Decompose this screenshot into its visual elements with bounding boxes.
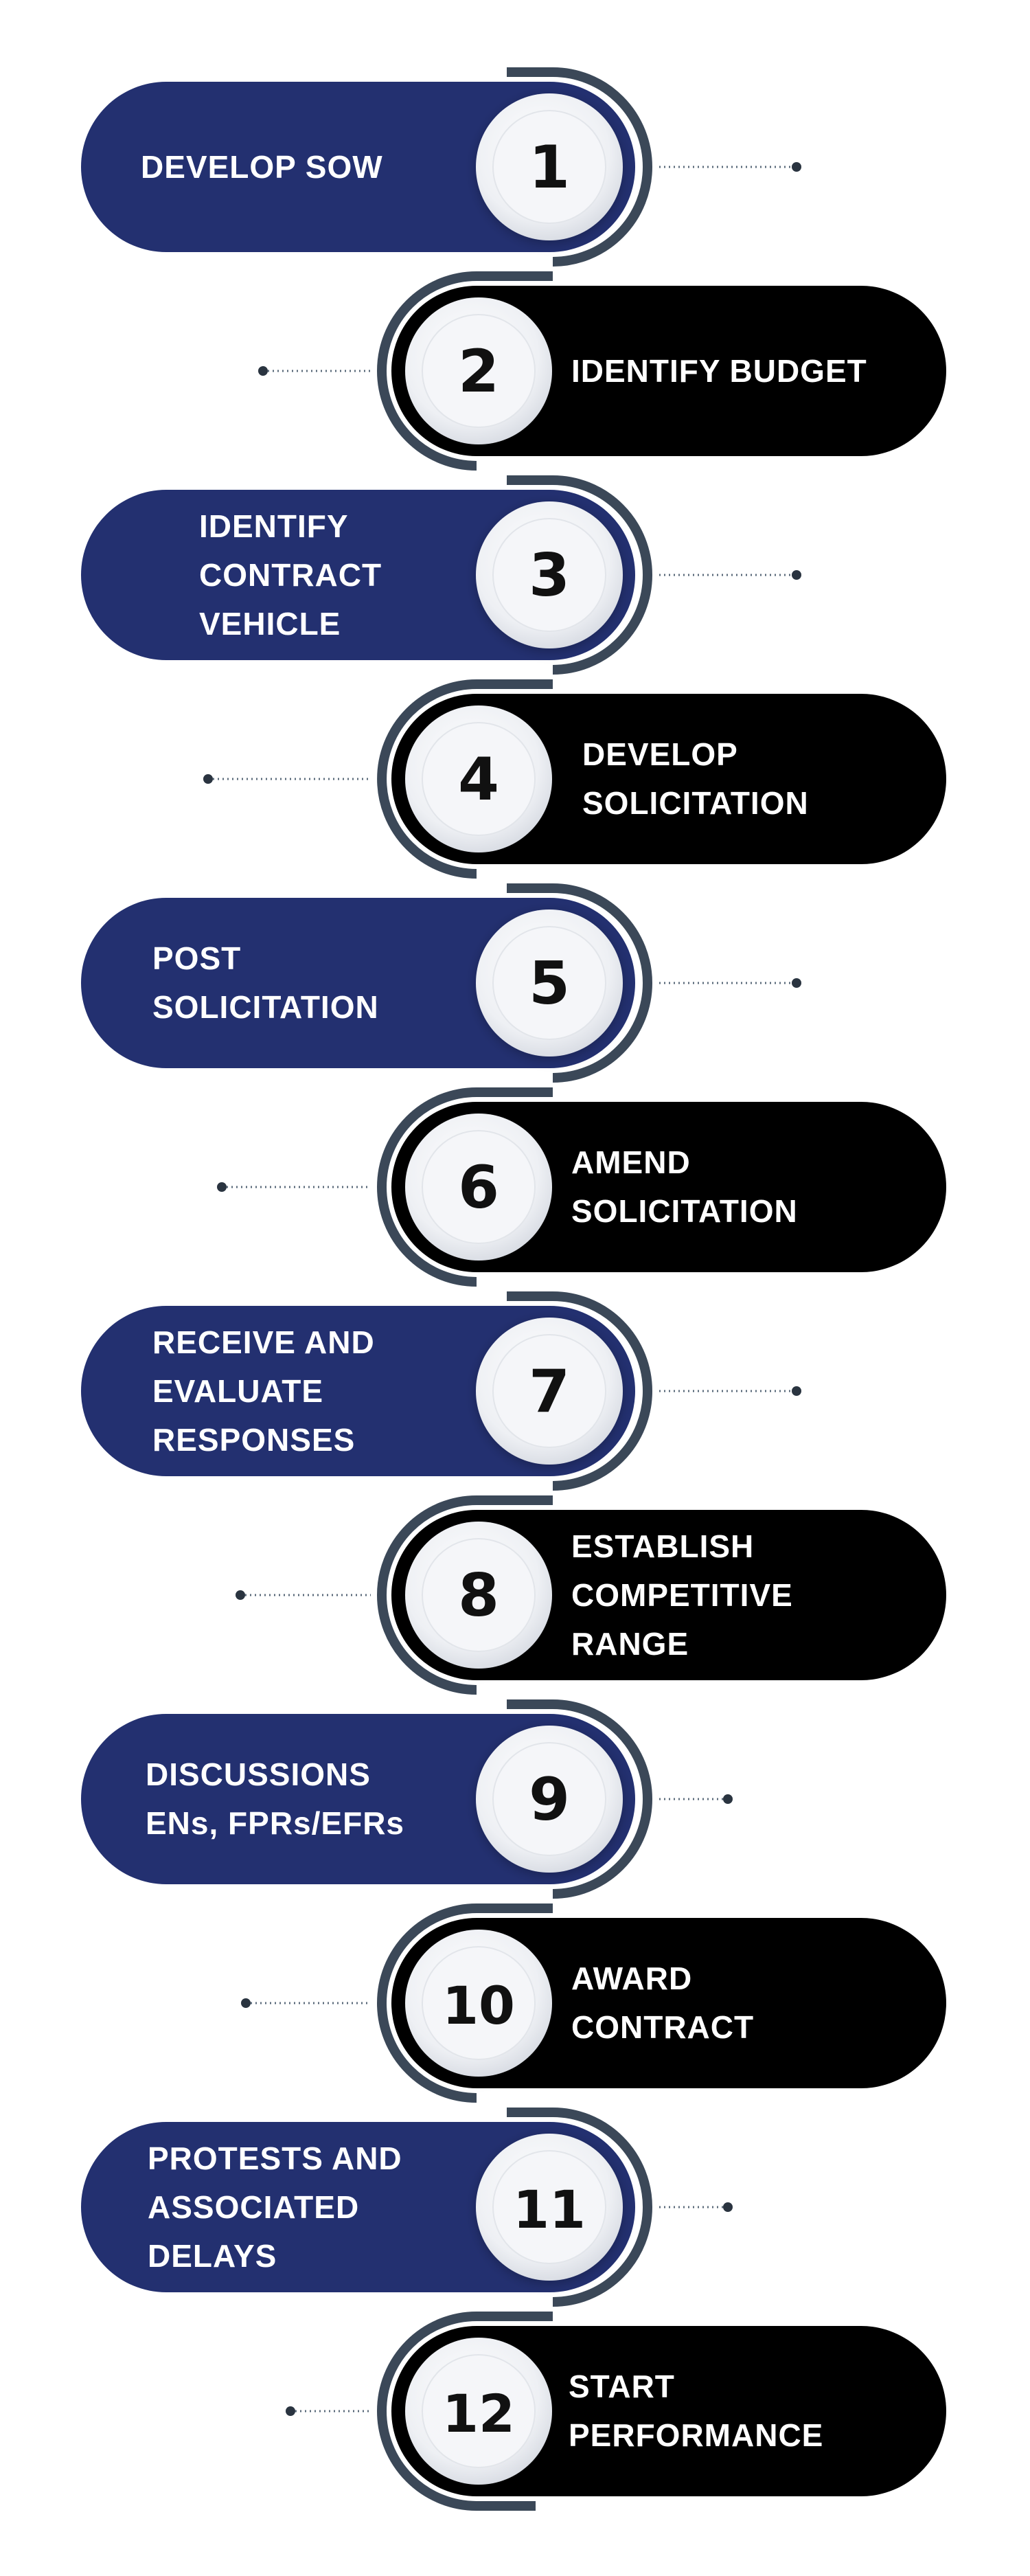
step-5-label-line: SOLICITATION (152, 989, 379, 1025)
track-segment (377, 1087, 553, 1287)
step-11-label-line: DELAYS (148, 2237, 277, 2274)
step-9-label: DISCUSSIONS ENs, FPRs/EFRs (146, 1714, 404, 1884)
step-11-label: PROTESTS AND ASSOCIATED DELAYS (148, 2122, 402, 2292)
step-8-label-line: ESTABLISH (571, 1528, 755, 1564)
dotted-leaders (203, 162, 801, 2416)
step-12-label: START PERFORMANCE (569, 2326, 823, 2496)
step-1-number: 1 (529, 133, 570, 202)
step-4-label: DEVELOP SOLICITATION (582, 694, 809, 864)
step-6-label-line: SOLICITATION (571, 1193, 798, 1229)
step-7-number: 7 (529, 1357, 570, 1426)
step-8-label-line: RANGE (571, 1625, 689, 1662)
track-segment (377, 2312, 553, 2511)
track-segment (507, 883, 652, 1083)
step-12-number: 12 (442, 2383, 515, 2444)
step-10-number: 10 (442, 1975, 515, 2036)
step-3-label-line: IDENTIFY (199, 508, 349, 544)
track-segment (507, 475, 652, 675)
track-segment (377, 1903, 553, 2103)
step-5-leader-dot (792, 978, 801, 988)
track-segment (507, 2108, 652, 2307)
step-2-leader-dot (258, 366, 268, 376)
step-1-circle: 1 (476, 93, 623, 240)
step-12-label-line: START (569, 2369, 675, 2404)
track-segment (507, 1699, 652, 1899)
step-3-label-line: CONTRACT (199, 556, 382, 593)
step-11-number: 11 (513, 2179, 586, 2240)
step-4-label-line: DEVELOP (582, 736, 738, 772)
step-6-label: AMEND SOLICITATION (571, 1102, 798, 1272)
step-10-label-line: AWARD (571, 1961, 693, 1996)
step-4-label-line: SOLICITATION (582, 785, 809, 821)
step-11-circle: 11 (476, 2134, 623, 2281)
track-segment (377, 1495, 553, 1695)
step-9-number: 9 (529, 1765, 570, 1834)
step-7-label: RECEIVE AND EVALUATE RESPONSES (152, 1306, 375, 1476)
step-11-label-line: ASSOCIATED (148, 2189, 360, 2225)
step-3-label-line: VEHICLE (199, 605, 341, 642)
track-segment (507, 1291, 652, 1491)
step-5-label-line: POST (152, 940, 242, 976)
step-4-number: 4 (458, 745, 499, 814)
step-7-label-line: RECEIVE AND (152, 1324, 375, 1360)
step-9-leader-dot (723, 1794, 733, 1804)
step-5-label: POST SOLICITATION (152, 898, 379, 1068)
step-11-leader-dot (723, 2202, 733, 2212)
step-9-circle: 9 (476, 1726, 623, 1873)
step-10-leader-dot (241, 1998, 251, 2008)
step-8-number: 8 (458, 1561, 499, 1630)
step-3-leader-dot (792, 570, 801, 580)
step-8-circle: 8 (405, 1522, 552, 1669)
step-2-label: IDENTIFY BUDGET (571, 286, 867, 456)
step-10-circle: 10 (405, 1930, 552, 2077)
step-3-circle: 3 (476, 501, 623, 648)
step-6-leader-dot (217, 1182, 227, 1192)
step-10-label: AWARD CONTRACT (571, 1918, 754, 2088)
step-2-label-line: IDENTIFY BUDGET (571, 352, 867, 389)
step-6-label-line: AMEND (571, 1144, 691, 1180)
step-8-label-line: COMPETITIVE (571, 1577, 793, 1613)
step-8-leader-dot (236, 1590, 245, 1600)
step-1-leader-dot (792, 162, 801, 172)
step-12-label-line: PERFORMANCE (569, 2417, 824, 2453)
step-12-leader-dot (286, 2406, 295, 2416)
step-6-circle: 6 (405, 1114, 552, 1261)
step-2-number: 2 (458, 337, 499, 406)
step-4-circle: 4 (405, 705, 552, 852)
track-segment (377, 679, 553, 879)
step-3-number: 3 (529, 541, 570, 610)
step-5-circle: 5 (476, 909, 623, 1057)
step-9-label-line: DISCUSSIONS (146, 1756, 371, 1792)
step-1-label: DEVELOP SOW (141, 82, 383, 252)
step-5-number: 5 (529, 949, 570, 1018)
step-10-label-line: CONTRACT (571, 2009, 755, 2045)
step-7-circle: 7 (476, 1318, 623, 1465)
track-segment (377, 271, 553, 471)
track-segment (507, 67, 652, 267)
step-3-label: IDENTIFY CONTRACT VEHICLE (199, 490, 382, 660)
step-7-label-line: EVALUATE (152, 1372, 324, 1409)
step-12-circle: 12 (405, 2338, 552, 2485)
step-7-leader-dot (792, 1386, 801, 1396)
step-2-circle: 2 (405, 297, 552, 444)
connector-track (377, 67, 652, 2511)
step-6-number: 6 (458, 1153, 499, 1222)
step-9-label-line: ENs, FPRs/EFRs (146, 1805, 404, 1841)
step-7-label-line: RESPONSES (152, 1421, 356, 1458)
step-4-leader-dot (203, 774, 213, 784)
step-11-label-line: PROTESTS AND (148, 2140, 402, 2176)
step-8-label: ESTABLISH COMPETITIVE RANGE (571, 1510, 793, 1680)
step-1-label-line: DEVELOP SOW (141, 148, 383, 185)
